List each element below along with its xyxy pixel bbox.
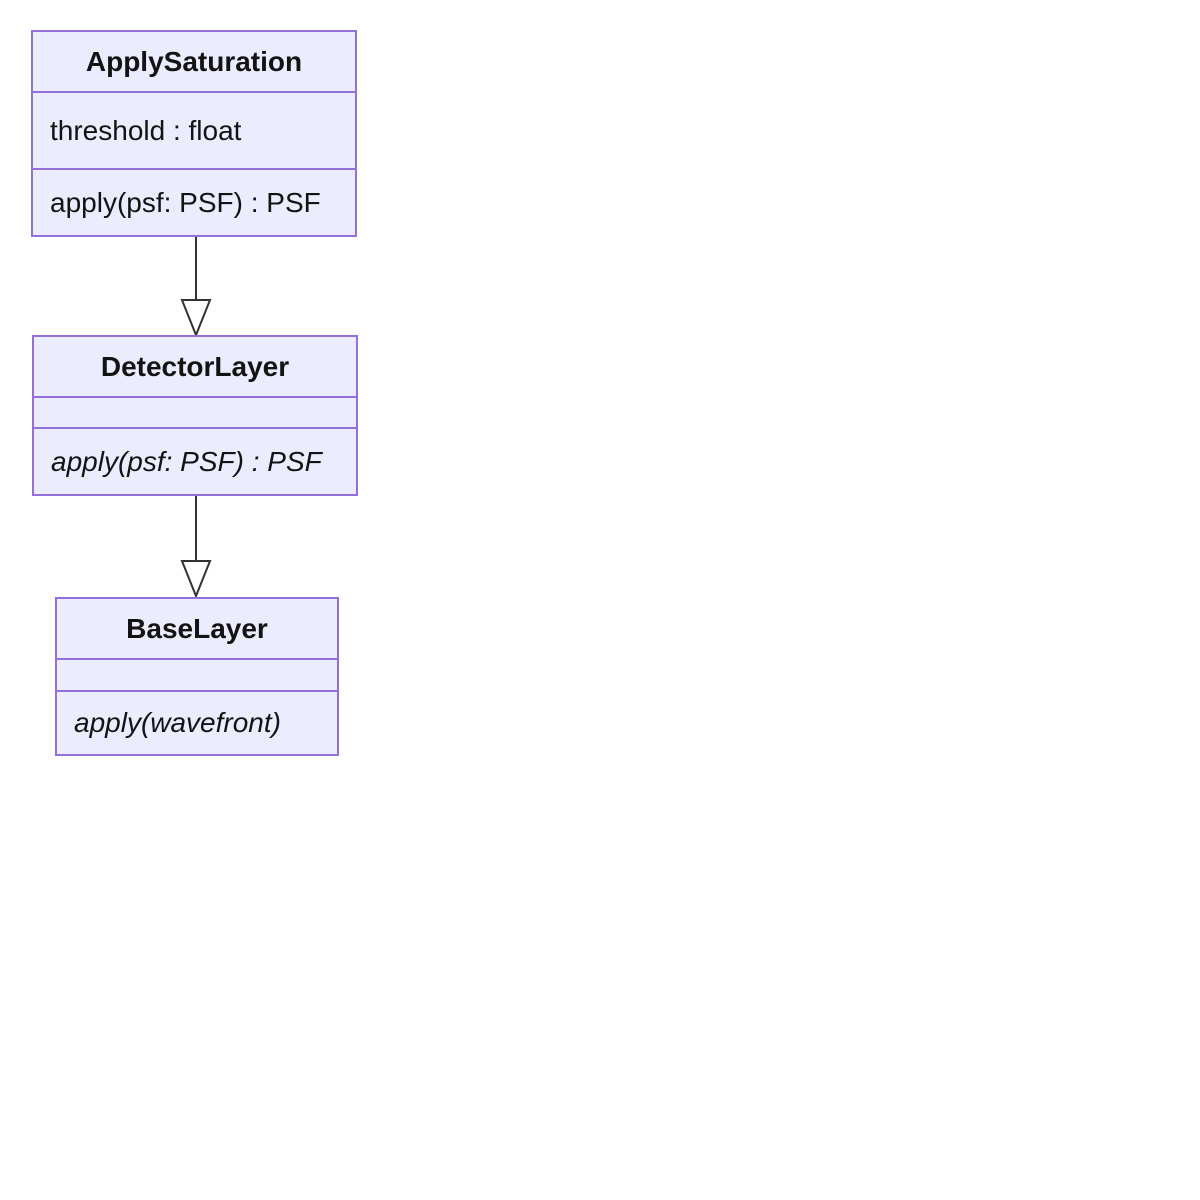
method-apply-wavefront-abstract: apply(wavefront) [74, 707, 281, 738]
methods-compartment: apply(psf: PSF) : PSF [34, 429, 356, 494]
class-title-applysaturation: ApplySaturation [33, 32, 355, 93]
attributes-compartment-empty [57, 660, 337, 692]
methods-compartment: apply(psf: PSF) : PSF [33, 170, 355, 235]
inheritance-arrow-applysaturation-detectorlayer [180, 237, 212, 338]
attribute-threshold: threshold : float [50, 114, 242, 146]
attributes-compartment: threshold : float [33, 93, 355, 170]
class-box-baselayer: BaseLayer apply(wavefront) [55, 597, 339, 756]
class-box-applysaturation: ApplySaturation threshold : float apply(… [31, 30, 357, 237]
method-apply-abstract: apply(psf: PSF) : PSF [51, 445, 322, 477]
methods-compartment: apply(wavefront) [57, 692, 337, 754]
class-title-detectorlayer: DetectorLayer [34, 337, 356, 398]
class-box-detectorlayer: DetectorLayer apply(psf: PSF) : PSF [32, 335, 358, 496]
attributes-compartment-empty [34, 398, 356, 429]
method-apply: apply(psf: PSF) : PSF [50, 186, 321, 218]
class-title-baselayer: BaseLayer [57, 599, 337, 660]
inheritance-arrow-detectorlayer-baselayer [180, 496, 212, 599]
